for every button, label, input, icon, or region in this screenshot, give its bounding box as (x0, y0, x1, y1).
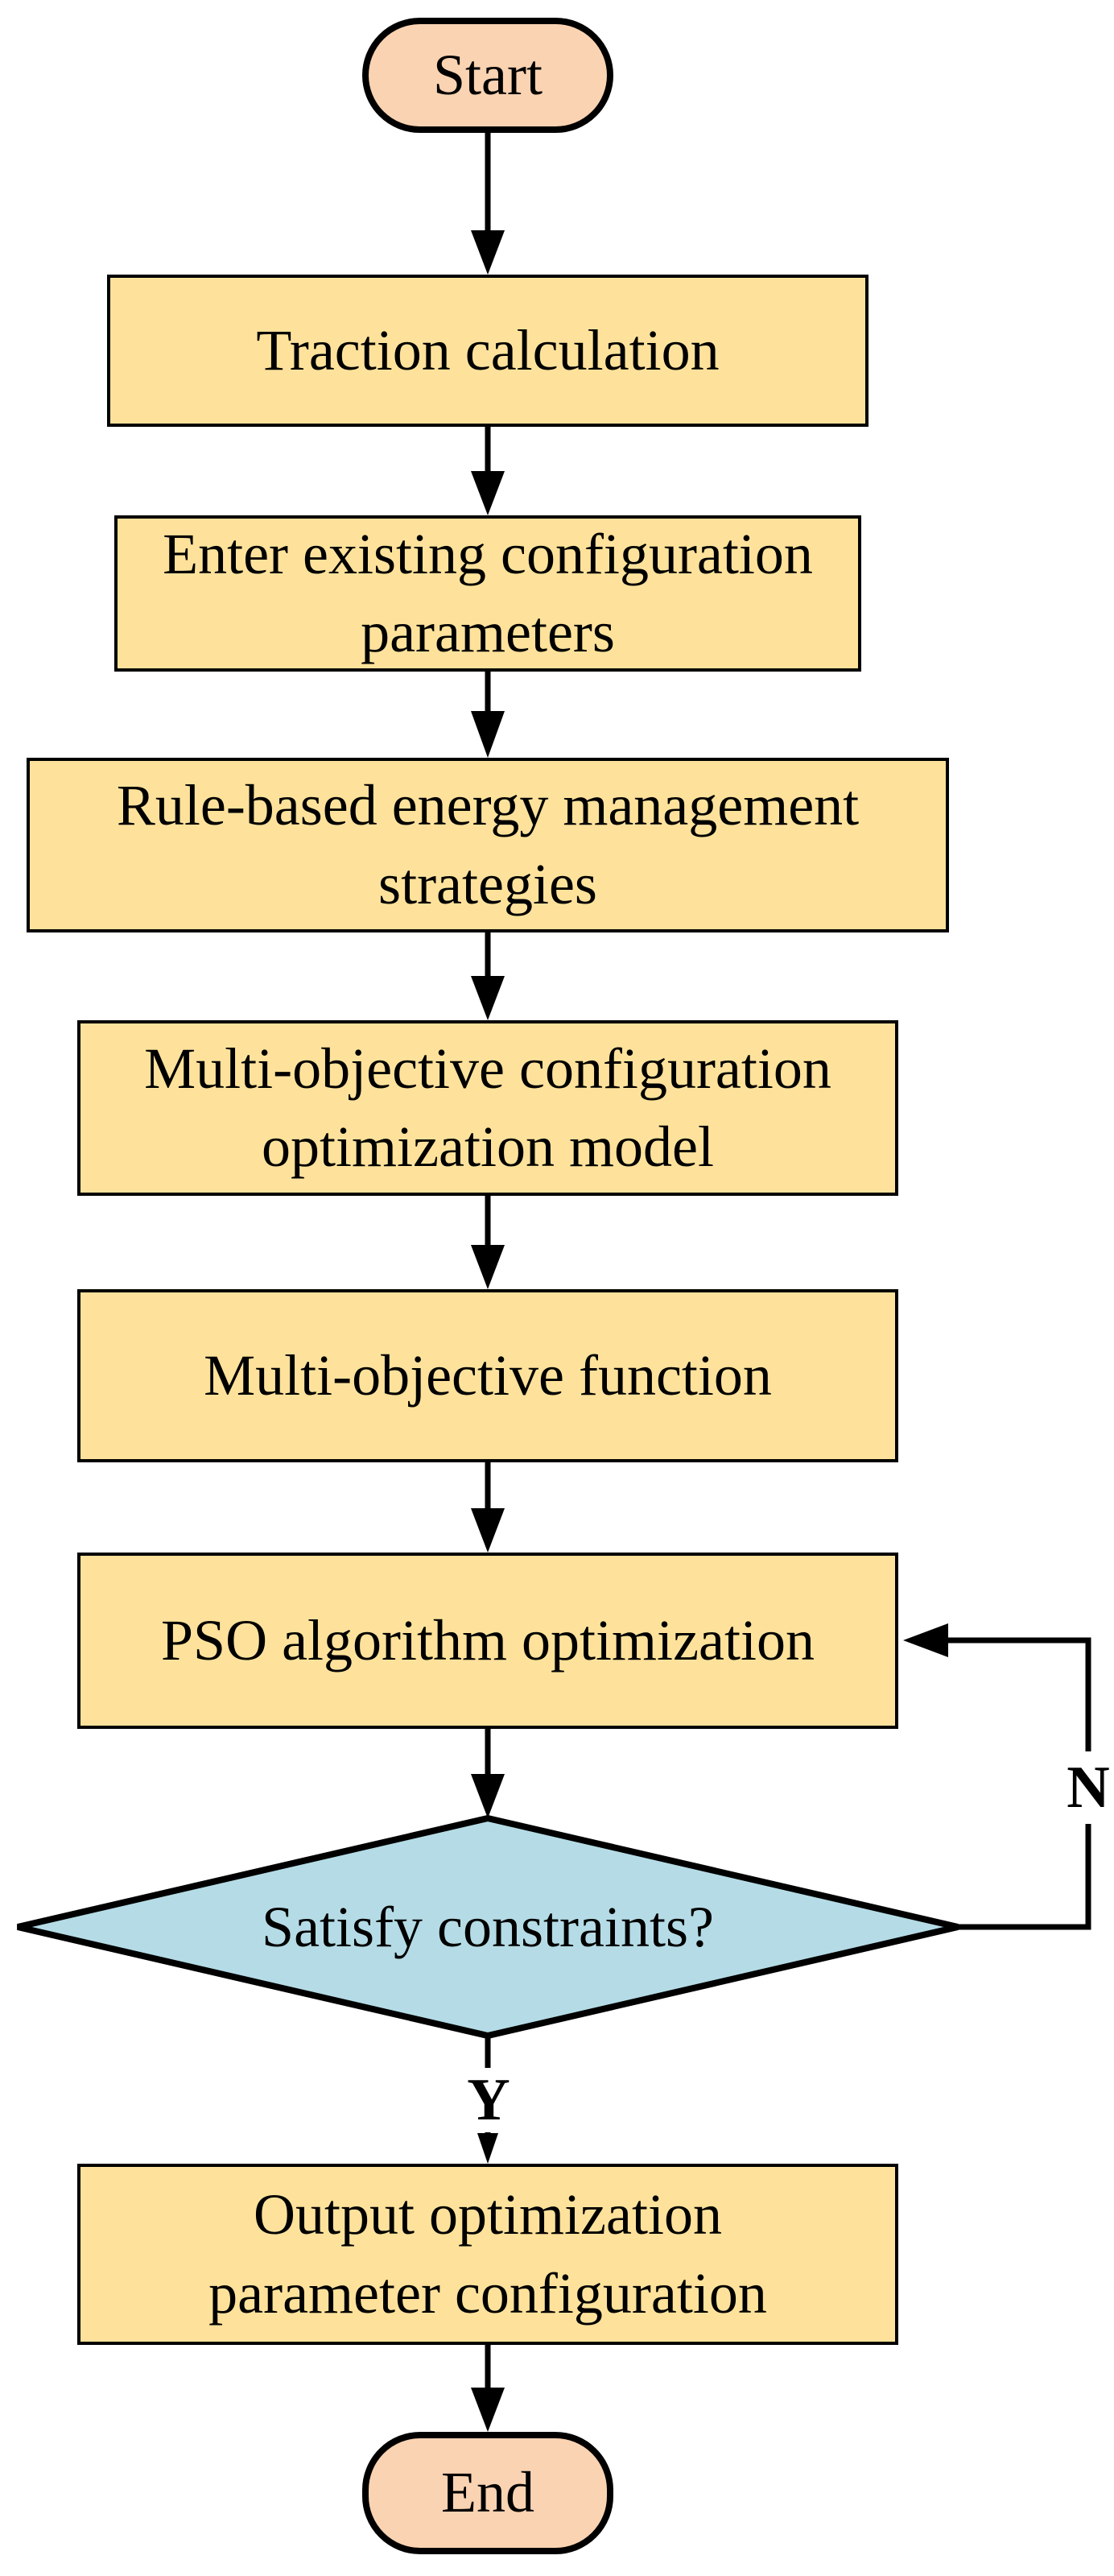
process-rule-based-energy-management: Rule-based energy management strategies (27, 758, 949, 932)
arrow-down-icon (471, 976, 505, 1020)
process-label-line-1: Multi-objective configuration (144, 1036, 831, 1101)
edge-label-no: N (1044, 1751, 1114, 1824)
arrow-down-icon (471, 1245, 505, 1289)
decision-satisfy-constraints: Satisfy constraints? (85, 1887, 890, 1967)
process-multi-objective-configuration-model: Multi-objective configuration optimizati… (77, 1020, 898, 1196)
edge-label-yes: Y (460, 2067, 518, 2133)
process-label-line-1: Enter existing configuration (163, 521, 813, 586)
end-terminal: End (362, 2432, 613, 2554)
arrow-left-icon (903, 1623, 948, 1657)
process-multi-objective-function: Multi-objective function (77, 1289, 898, 1462)
arrow-down-icon (477, 2133, 498, 2164)
edge-start-to-traction (471, 133, 505, 275)
arrow-down-icon (471, 1508, 505, 1553)
start-terminal: Start (362, 18, 613, 133)
edge-config-model-to-objective-function (471, 1196, 505, 1289)
arrow-down-icon (471, 230, 505, 275)
decision-label-text: Satisfy constraints? (262, 1894, 714, 1959)
edge-objective-function-to-pso (471, 1462, 505, 1553)
process-label-line-2: strategies (378, 851, 597, 916)
process-traction-calculation: Traction calculation (107, 275, 869, 427)
start-label: Start (433, 42, 543, 107)
end-label: End (441, 2460, 534, 2525)
process-label: Multi-objective function (204, 1342, 772, 1408)
decision-diamond-shape (17, 1814, 959, 2040)
process-label: Traction calculation (256, 317, 720, 382)
process-output-parameter-configuration: Output optimization parameter configurat… (77, 2164, 898, 2345)
process-label-line-1: Rule-based energy management (116, 773, 860, 838)
arrow-down-icon (471, 1774, 505, 1818)
process-label-line-2: parameter configuration (208, 2260, 767, 2326)
process-label-line-1: Output optimization (254, 2182, 722, 2247)
edge-enter-params-to-rule-based (471, 672, 505, 758)
edge-pso-to-decision (471, 1729, 505, 1818)
arrow-down-icon (471, 711, 505, 758)
process-enter-configuration-parameters: Enter existing configuration parameters (114, 515, 861, 672)
process-label: PSO algorithm optimization (161, 1607, 815, 1673)
process-label-line-2: parameters (361, 600, 615, 664)
edge-rule-based-to-config-model (471, 932, 505, 1020)
process-label-line-2: optimization model (262, 1114, 714, 1179)
process-pso-algorithm-optimization: PSO algorithm optimization (77, 1553, 898, 1729)
arrow-down-icon (471, 2388, 505, 2432)
edge-output-to-end (471, 2345, 505, 2432)
arrow-down-icon (471, 471, 505, 515)
edge-traction-to-enter-params (471, 427, 505, 515)
